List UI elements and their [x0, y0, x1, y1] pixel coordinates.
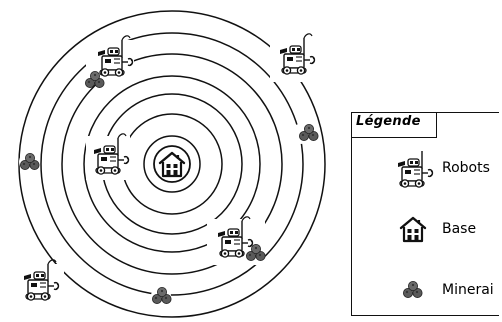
house-icon	[153, 145, 191, 183]
legend-label-robots: Robots	[442, 160, 490, 176]
orbit-ring-7	[18, 10, 326, 318]
legend-label-base: Base	[442, 221, 477, 237]
orbit-ring-5	[61, 53, 283, 275]
orbit-ring-6	[40, 32, 304, 296]
ore-icon	[402, 280, 423, 299]
legend-label-minerai: Minerai	[442, 282, 494, 298]
orbit-rings	[18, 10, 326, 318]
legend-title: Légende	[356, 114, 421, 129]
house-icon	[399, 216, 427, 243]
orbit-ring-4	[83, 75, 261, 253]
orbit-ring-1	[143, 135, 201, 193]
legend-header: Légende	[351, 112, 437, 138]
legend: Légende Robots Base Minerai	[351, 112, 499, 316]
robot-icon	[397, 151, 434, 188]
